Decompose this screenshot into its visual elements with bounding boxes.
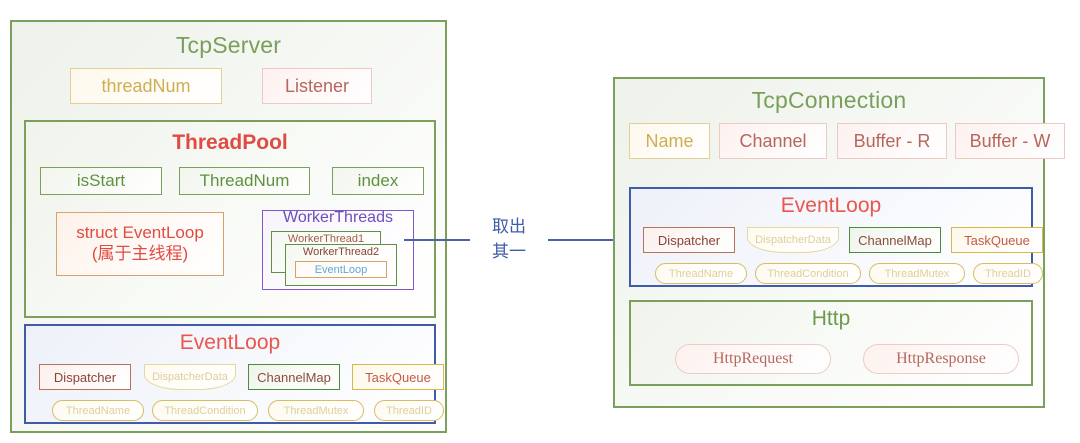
connector-label: 取出 其一	[470, 215, 548, 265]
http-request-pill[interactable]: HttpRequest	[675, 344, 831, 374]
field-threadcondition-conn[interactable]: ThreadCondition	[755, 263, 861, 284]
field-threadnum[interactable]: threadNum	[70, 68, 222, 104]
server-eventloop-title: EventLoop	[179, 331, 281, 354]
field-name[interactable]: Name	[629, 123, 710, 159]
worker-threads-box: WorkerThreads WorkerThread1 WorkerThread…	[262, 209, 414, 290]
field-buffer-w[interactable]: Buffer - W	[955, 123, 1065, 159]
tcp-server-panel: TcpServer threadNum Listener ThreadPool …	[10, 20, 447, 433]
field-threadid-conn[interactable]: ThreadID	[973, 263, 1043, 284]
field-threadname[interactable]: ThreadName	[52, 400, 144, 421]
field-threadcondition[interactable]: ThreadCondition	[152, 400, 258, 421]
worker-thread-eventloop-label: EventLoop	[314, 263, 368, 276]
worker-thread-2-label: WorkerThread2	[302, 246, 380, 258]
field-channelmap[interactable]: ChannelMap	[248, 364, 340, 390]
field-threadname-conn[interactable]: ThreadName	[655, 263, 747, 284]
worker-threads-title: WorkerThreads	[283, 209, 393, 226]
http-box: Http HttpRequest HttpResponse	[629, 300, 1033, 386]
tcp-connection-panel: TcpConnection Name Channel Buffer - R Bu…	[613, 77, 1065, 408]
field-dispatcherdata-conn[interactable]: DispatcherData	[747, 227, 839, 253]
field-buffer-r[interactable]: Buffer - R	[837, 123, 947, 159]
tcp-connection-title: TcpConnection	[751, 87, 907, 113]
connection-eventloop-title: EventLoop	[780, 194, 882, 217]
struct-eventloop-line2: (属于主线程)	[91, 244, 189, 263]
field-dispatcher[interactable]: Dispatcher	[39, 364, 131, 390]
field-dispatcher-conn[interactable]: Dispatcher	[643, 227, 735, 253]
server-eventloop-box: EventLoop Dispatcher DispatcherData Chan…	[24, 324, 444, 424]
field-listener[interactable]: Listener	[262, 68, 372, 104]
field-threadmutex[interactable]: ThreadMutex	[268, 400, 364, 421]
field-threadnum-pool[interactable]: ThreadNum	[179, 167, 310, 195]
field-isstart[interactable]: isStart	[40, 167, 162, 195]
connector-label-line1: 取出	[470, 215, 548, 240]
field-channel[interactable]: Channel	[719, 123, 827, 159]
field-dispatcherdata[interactable]: DispatcherData	[144, 364, 236, 390]
http-title: Http	[811, 307, 851, 330]
field-threadid[interactable]: ThreadID	[374, 400, 444, 421]
field-channelmap-conn[interactable]: ChannelMap	[849, 227, 941, 253]
connection-eventloop-box: EventLoop Dispatcher DispatcherData Chan…	[629, 187, 1043, 287]
worker-thread-eventloop[interactable]: EventLoop	[295, 261, 387, 278]
field-taskqueue[interactable]: TaskQueue	[352, 364, 444, 390]
connector-label-line2: 其一	[470, 239, 548, 265]
struct-eventloop-line1: struct EventLoop	[76, 223, 204, 243]
field-threadmutex-conn[interactable]: ThreadMutex	[869, 263, 965, 284]
thread-pool-box: ThreadPool isStart ThreadNum index struc…	[24, 120, 436, 318]
thread-pool-title: ThreadPool	[172, 131, 288, 154]
worker-thread-1-label: WorkerThread1	[287, 233, 365, 245]
struct-eventloop-box[interactable]: struct EventLoop (属于主线程)	[56, 212, 224, 276]
field-index[interactable]: index	[332, 167, 424, 195]
http-response-pill[interactable]: HttpResponse	[863, 344, 1019, 374]
tcp-server-title: TcpServer	[175, 32, 282, 58]
field-taskqueue-conn[interactable]: TaskQueue	[951, 227, 1043, 253]
